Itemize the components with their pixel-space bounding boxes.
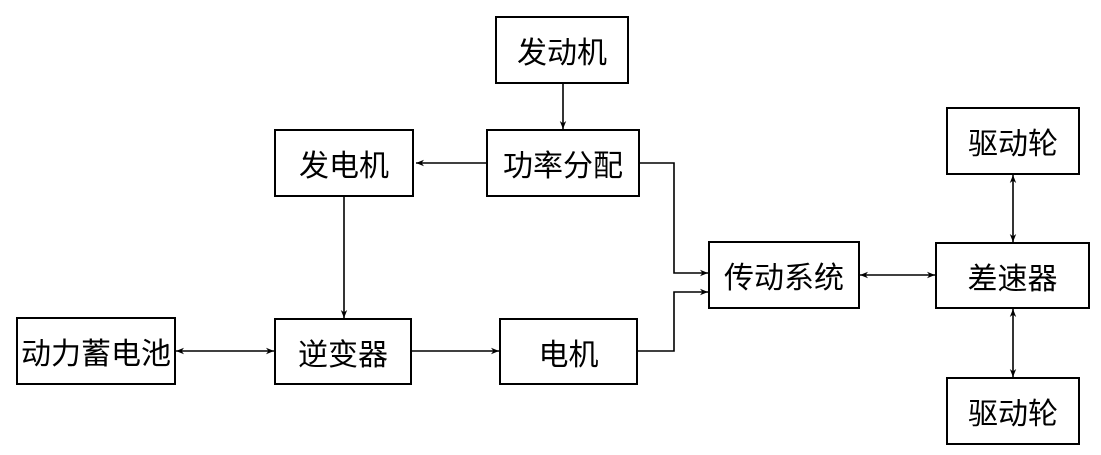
transmission-box: 传动系统	[708, 241, 860, 309]
motor-box: 电机	[499, 318, 638, 385]
differential-box: 差速器	[935, 242, 1090, 309]
drive-wheel-bottom-box: 驱动轮	[946, 377, 1080, 445]
arrow-power-split-to-transmission	[640, 162, 708, 277]
arrow-motor-to-transmission	[638, 288, 708, 352]
generator-box: 发电机	[274, 129, 414, 197]
engine-box: 发动机	[495, 16, 629, 84]
battery-box: 动力蓄电池	[16, 317, 176, 385]
inverter-box: 逆变器	[274, 318, 412, 385]
drive-wheel-top-box: 驱动轮	[946, 107, 1080, 175]
power-split-box: 功率分配	[486, 129, 640, 197]
